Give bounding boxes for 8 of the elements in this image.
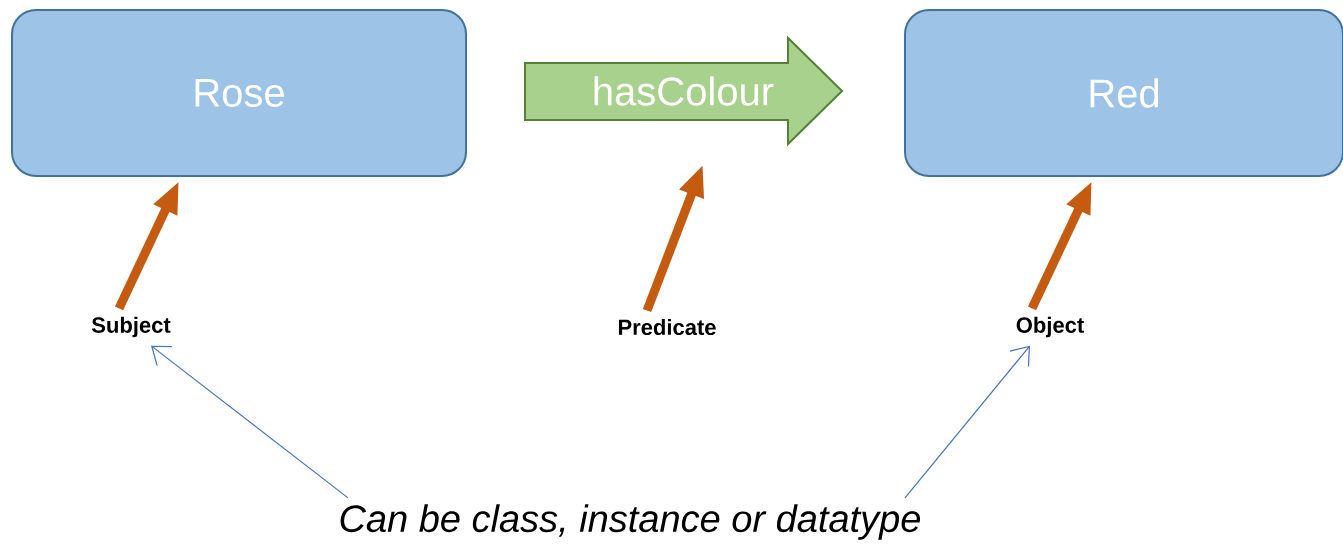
role-label: Predicate [618, 318, 716, 336]
concept-box: Red [904, 9, 1343, 177]
role-label: Object [1016, 316, 1084, 338]
leader-arrow [904, 345, 1030, 499]
leader-arrow [151, 345, 349, 499]
caption: Can be class, instance or datatype [340, 504, 920, 540]
concept-box: Rose [11, 9, 467, 177]
role-label: Subject [91, 316, 171, 338]
